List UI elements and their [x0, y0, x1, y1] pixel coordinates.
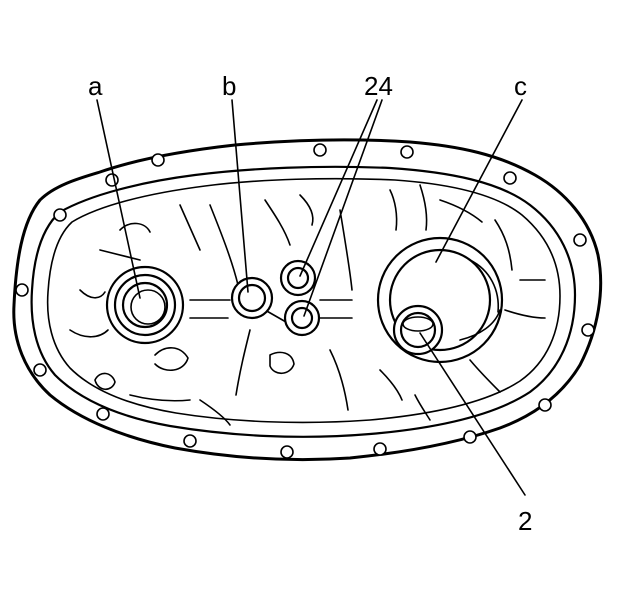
bolt-hole — [581, 323, 595, 337]
bolt-hole — [96, 407, 110, 421]
leader-a — [96, 99, 141, 299]
housing-inner-wall — [46, 177, 561, 424]
bolt-hole — [373, 442, 387, 456]
bolt-holes — [15, 143, 595, 459]
leader-c — [435, 99, 523, 263]
bore-a — [105, 265, 185, 345]
bolt-hole — [280, 445, 294, 459]
housing-outer-flange — [12, 138, 603, 462]
bolt-hole — [463, 430, 477, 444]
leader-b — [231, 99, 249, 293]
callout-24: 24 — [364, 71, 393, 101]
bolt-hole — [400, 145, 414, 159]
leader-24-upper — [299, 99, 378, 277]
bolt-hole — [183, 434, 197, 448]
bolt-hole — [573, 233, 587, 247]
bore-c — [376, 236, 504, 364]
callout-2: 2 — [518, 506, 532, 536]
leader-24-lower — [303, 99, 383, 317]
bore-b — [230, 276, 274, 320]
bolt-hole — [105, 173, 119, 187]
callout-c: c — [514, 71, 527, 101]
bolt-hole — [313, 143, 327, 157]
ports-24 — [279, 259, 321, 337]
callout-b: b — [222, 71, 236, 101]
bolt-hole — [33, 363, 47, 377]
housing-inner-edge — [30, 165, 577, 438]
leader-2 — [419, 332, 526, 496]
leader-lines — [96, 99, 526, 496]
bolt-hole — [53, 208, 67, 222]
bolt-hole — [538, 398, 552, 412]
bolt-hole — [151, 153, 165, 167]
bolt-hole — [503, 171, 517, 185]
callout-a: a — [88, 71, 103, 101]
bolt-hole — [15, 283, 29, 297]
casting-ribs — [69, 184, 546, 426]
